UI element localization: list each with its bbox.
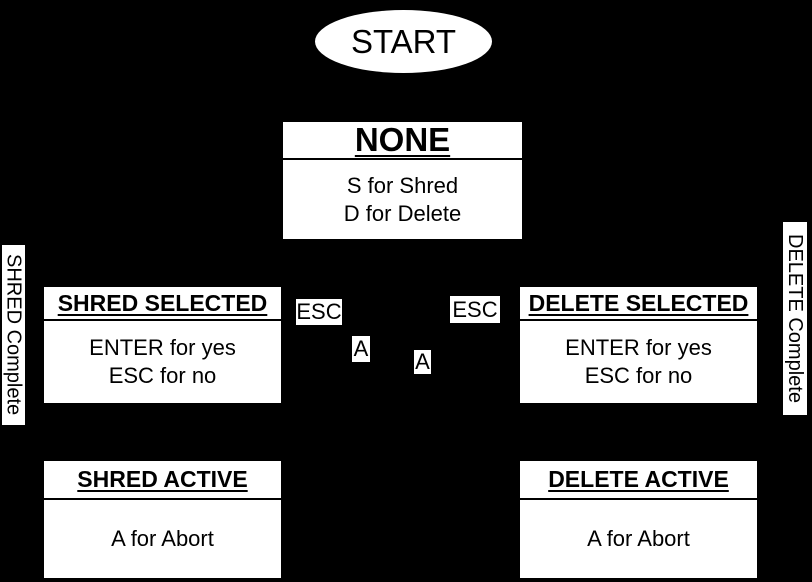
body-line: S for Shred xyxy=(346,172,459,198)
state-delete-selected: DELETE SELECTED ENTER for yes ESC for no xyxy=(520,287,757,403)
state-shred-selected: SHRED SELECTED ENTER for yes ESC for no xyxy=(44,287,281,403)
state-none-body: S for Shred D for Delete xyxy=(283,160,522,239)
side-label-delete-complete: DELETE Complete xyxy=(783,222,807,415)
body-line: A for Abort xyxy=(587,526,690,551)
state-delete-active-title: DELETE ACTIVE xyxy=(548,466,729,492)
start-node: START xyxy=(315,10,492,73)
title-separator xyxy=(44,498,281,500)
state-delete-active: DELETE ACTIVE A for Abort xyxy=(520,461,757,578)
state-delete-selected-title: DELETE SELECTED xyxy=(528,289,749,316)
edge-label-a-right: A xyxy=(414,349,431,374)
body-line: D for Delete xyxy=(343,200,462,226)
side-label-shred-complete: SHRED Complete xyxy=(2,245,25,425)
state-delete-selected-body: ENTER for yes ESC for no xyxy=(520,321,757,403)
body-line: ENTER for yes xyxy=(89,335,236,360)
body-line: ESC for no xyxy=(108,363,217,388)
state-none: NONE S for Shred D for Delete xyxy=(283,121,522,239)
state-shred-active: SHRED ACTIVE A for Abort xyxy=(44,461,281,578)
edge-label-esc-left: ESC xyxy=(296,299,342,325)
body-line: ENTER for yes xyxy=(565,335,712,360)
start-label: START xyxy=(350,22,457,60)
edge-label-esc-right: ESC xyxy=(450,296,500,323)
title-separator xyxy=(520,319,757,321)
state-shred-selected-body: ENTER for yes ESC for no xyxy=(44,321,281,403)
body-line: ESC for no xyxy=(584,363,693,388)
state-shred-active-body: A for Abort xyxy=(44,500,281,578)
title-separator xyxy=(44,319,281,321)
title-separator xyxy=(283,158,522,160)
body-line: A for Abort xyxy=(111,526,214,551)
state-shred-active-title: SHRED ACTIVE xyxy=(77,466,248,492)
edge-label-a-left: A xyxy=(352,336,370,362)
state-none-title: NONE xyxy=(354,121,451,158)
state-shred-selected-title: SHRED SELECTED xyxy=(57,289,268,316)
state-delete-active-body: A for Abort xyxy=(520,500,757,578)
title-separator xyxy=(520,498,757,500)
